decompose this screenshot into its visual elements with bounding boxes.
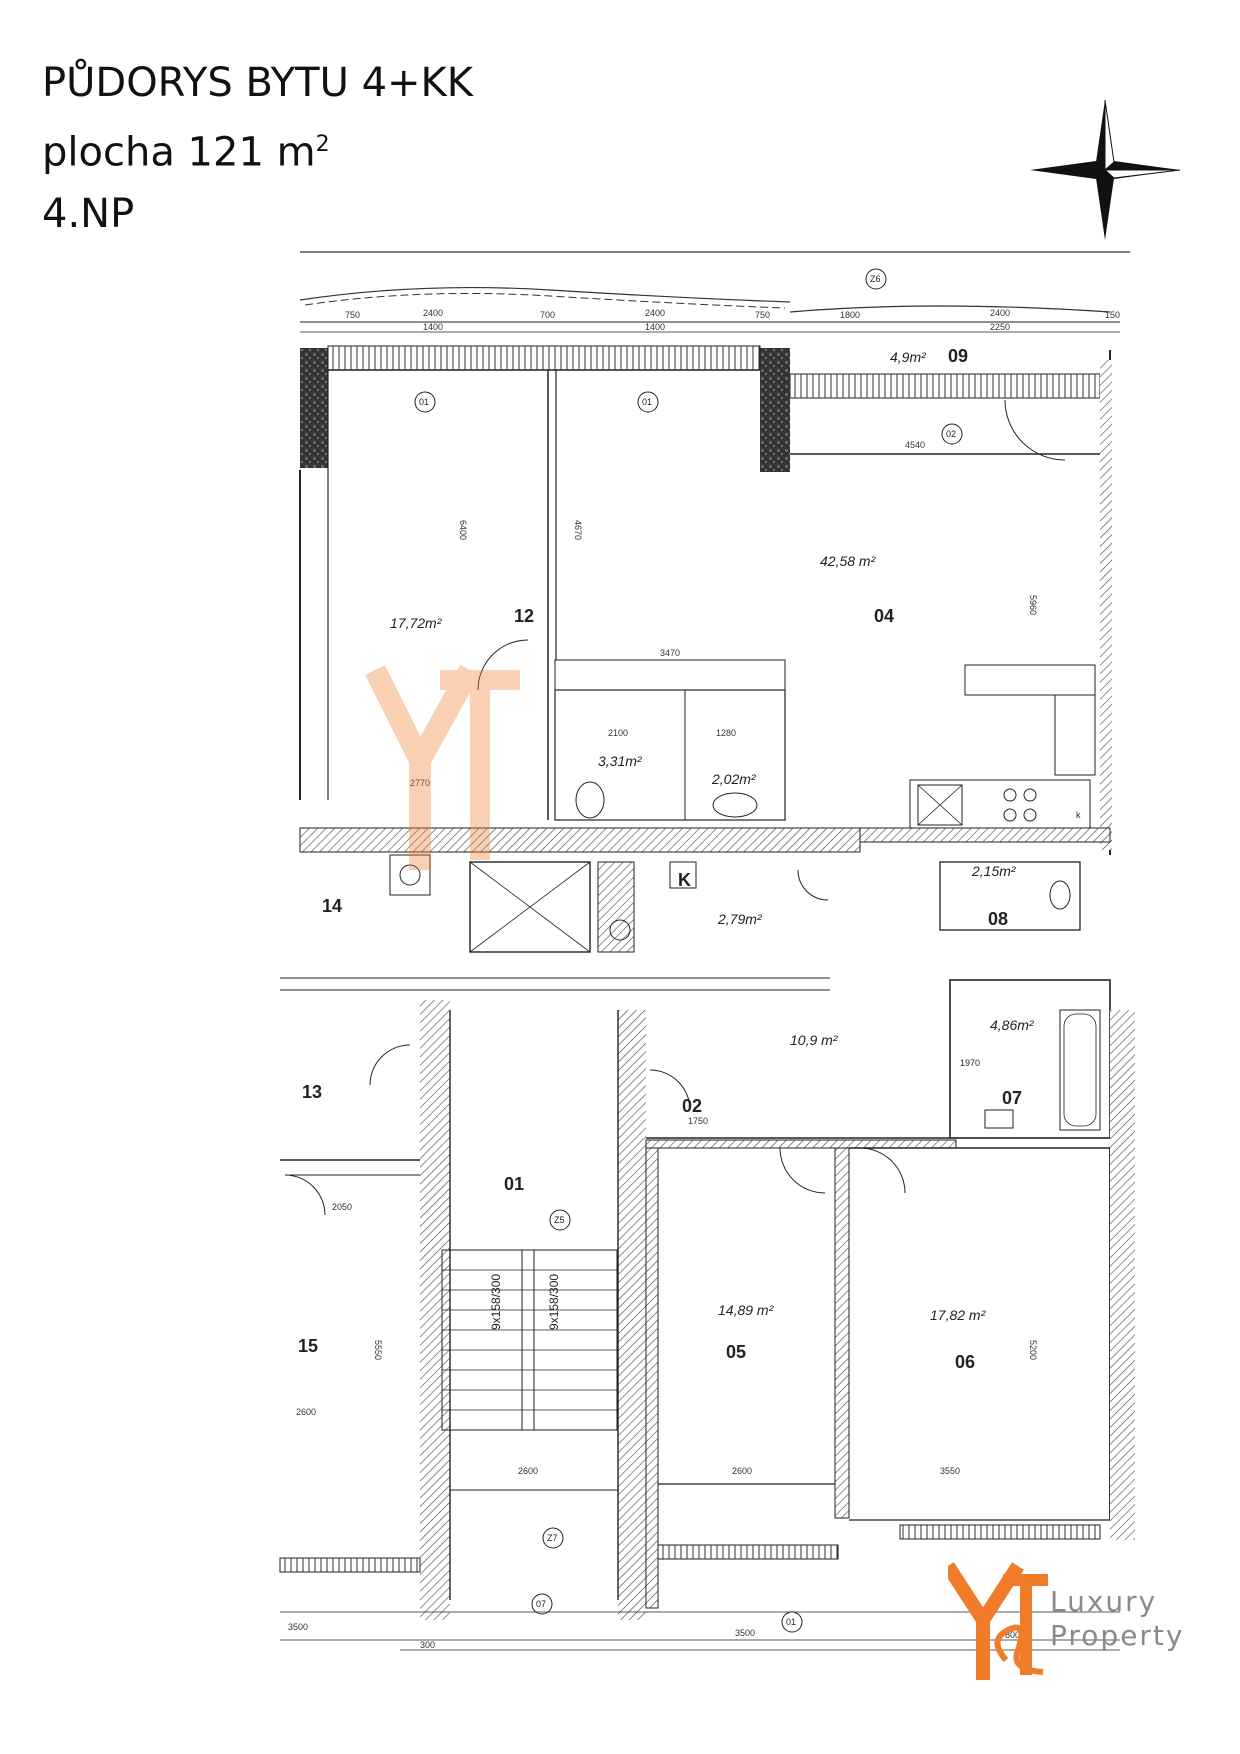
dim-2600-c: 2600 (732, 1466, 752, 1476)
tag-01-a: 01 (419, 397, 429, 407)
dim-6400: 6400 (458, 520, 468, 540)
dim-1280: 1280 (716, 728, 736, 738)
area-hall-k: 2,79m² (717, 911, 763, 927)
compass-icon (1030, 100, 1180, 240)
brand-logo-icon (948, 1562, 1048, 1680)
door-1970: 1970 (960, 1058, 980, 1068)
dim-1750: 1750 (688, 1116, 708, 1126)
room-01: 01 (504, 1174, 524, 1194)
tag-02: 02 (946, 429, 956, 439)
area-labels: 4,9m² 42,58 m² 17,72m² 3,31m² 2,02m² 2,7… (390, 349, 1035, 1323)
dimension-labels: 750 2400 1400 700 2400 1400 750 1800 240… (288, 308, 1120, 1650)
area-12: 17,72m² (390, 615, 443, 631)
room-13: 13 (302, 1082, 322, 1102)
area-09: 4,9m² (890, 349, 927, 365)
area-05: 14,89 m² (718, 1302, 775, 1318)
dim-3470: 3470 (660, 648, 680, 658)
dim-1800: 1800 (840, 310, 860, 320)
lower-plan (279, 268, 1135, 1651)
dim-3500-a: 3500 (288, 1622, 308, 1632)
area-06: 17,82 m² (930, 1307, 987, 1323)
stair-labels: 9x158/300 9x158/300 (489, 1274, 561, 1330)
room-09: 09 (948, 346, 968, 366)
room-08: 08 (988, 909, 1008, 929)
dim-3550: 3550 (940, 1466, 960, 1476)
tag-z7: Z7 (547, 1533, 558, 1543)
room-05: 05 (726, 1342, 746, 1362)
dim-3500-b: 3500 (735, 1628, 755, 1638)
plan-area-sup: 2 (315, 132, 330, 157)
area-wc: 3,31m² (598, 753, 643, 769)
area-02: 10,9 m² (790, 1032, 839, 1048)
dim-5960: 5960 (1028, 595, 1038, 615)
dim-750-a: 750 (345, 310, 360, 320)
watermark-logo (365, 664, 520, 870)
tag-07: 07 (536, 1599, 546, 1609)
area-04: 42,58 m² (820, 553, 877, 569)
dim-2600-a: 2600 (296, 1407, 316, 1417)
dim-4670: 4670 (573, 520, 583, 540)
plan-header: PŮDORYS BYTU 4+KK plocha 121 m2 4.NP (42, 52, 473, 245)
room-labels: 09 04 12 14 08 13 02 07 01 15 05 06 (298, 346, 1022, 1372)
brand-name: Luxury Property (1050, 1585, 1184, 1653)
dim-150: 150 (1105, 310, 1120, 320)
dim-2250: 2250 (990, 322, 1010, 332)
plan-area-line: plocha 121 m2 (42, 114, 473, 183)
dim-2770: 2770 (410, 778, 430, 788)
dim-300: 300 (420, 1640, 435, 1650)
tag-z6: Z6 (870, 274, 881, 284)
plan-title: PŮDORYS BYTU 4+KK (42, 60, 473, 106)
dim-5200: 5200 (1028, 1340, 1038, 1360)
dim-4540: 4540 (905, 440, 925, 450)
element-tags: 01 01 02 Z6 Z5 Z7 07 01 K k (419, 274, 1081, 1627)
stair-label-1: 9x158/300 (489, 1274, 503, 1330)
upper-plan (299, 251, 1130, 953)
plan-area: plocha 121 m (42, 129, 316, 176)
dim-2100: 2100 (608, 728, 628, 738)
dim-2400-a: 2400 (423, 308, 443, 318)
dim-2050: 2050 (332, 1202, 352, 1212)
dim-750-b: 750 (755, 310, 770, 320)
dim-1400-b: 1400 (645, 322, 665, 332)
dim-700: 700 (540, 310, 555, 320)
dim-2400-c: 2400 (990, 308, 1010, 318)
room-12: 12 (514, 606, 534, 626)
dim-800: 800 (1005, 1630, 1020, 1640)
area-07: 4,86m² (990, 1017, 1035, 1033)
plan-floor: 4.NP (42, 191, 135, 238)
room-04: 04 (874, 606, 894, 626)
room-15: 15 (298, 1336, 318, 1356)
brand-line-1: Luxury (1050, 1585, 1158, 1618)
mark-k-upper: K (678, 870, 691, 890)
brand-line-2: Property (1050, 1619, 1185, 1652)
area-08: 2,15m² (971, 863, 1017, 879)
tag-01-c: 01 (786, 1617, 796, 1627)
room-07: 07 (1002, 1088, 1022, 1108)
tag-01-b: 01 (642, 397, 652, 407)
stair-label-2: 9x158/300 (547, 1274, 561, 1330)
mark-k-lower: k (1076, 810, 1081, 820)
area-bath-small: 2,02m² (711, 771, 757, 787)
dim-2400-b: 2400 (645, 308, 665, 318)
room-02: 02 (682, 1096, 702, 1116)
tag-z5: Z5 (554, 1215, 565, 1225)
dim-2600-b: 2600 (518, 1466, 538, 1476)
stair-steps (441, 1249, 618, 1431)
room-06: 06 (955, 1352, 975, 1372)
dim-1400-a: 1400 (423, 322, 443, 332)
room-14: 14 (322, 896, 342, 916)
dim-5550: 5550 (373, 1340, 383, 1360)
